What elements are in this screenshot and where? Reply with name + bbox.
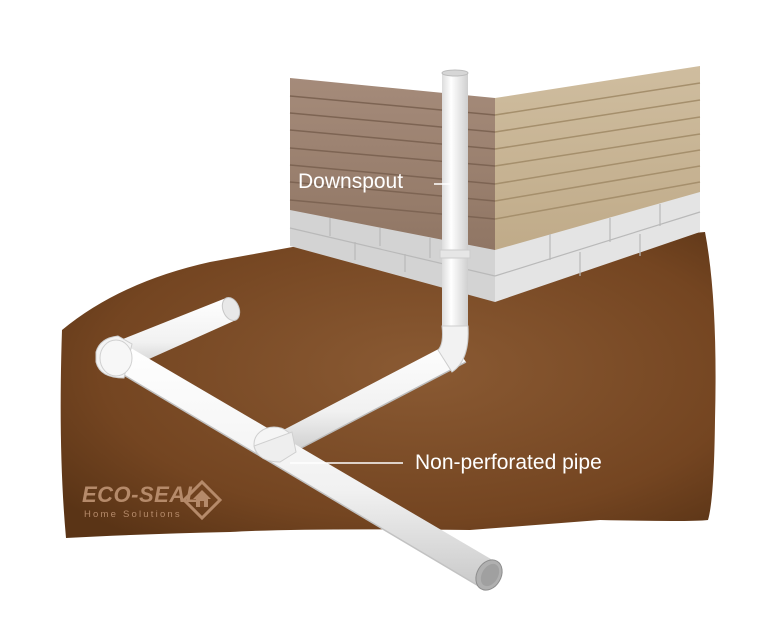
house-diamond-icon [181, 479, 223, 521]
main-pipe [111, 344, 503, 591]
downspout-pipe [437, 69, 471, 373]
downspout-label: Downspout [298, 170, 404, 193]
logo-name: ECO-SEAL [82, 482, 200, 507]
branch-pipe-to-tee [268, 342, 467, 459]
tee-fitting [253, 426, 297, 463]
logo-subtitle: Home Solutions [84, 509, 182, 520]
left-elbow [95, 335, 133, 379]
pipe-label: Non-perforated pipe [415, 451, 602, 474]
logo: ECO-SEAL Home Solutions [82, 482, 200, 521]
